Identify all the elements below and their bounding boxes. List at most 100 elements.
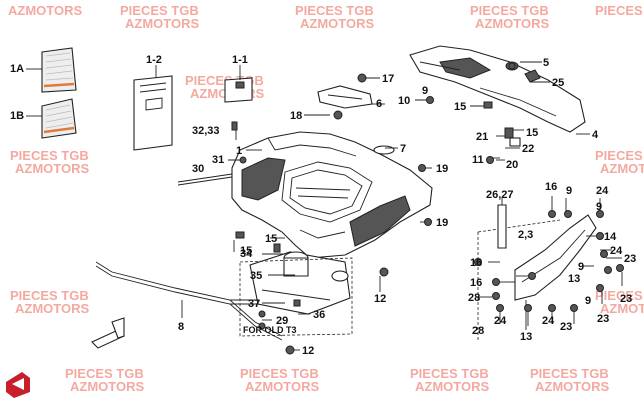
label-15b: 15 xyxy=(526,127,538,139)
label-1b: 1B xyxy=(10,110,24,122)
label-15c: 15 xyxy=(265,233,277,245)
part-1-1 xyxy=(224,65,253,103)
label-13b: 13 xyxy=(520,331,532,343)
watermark-grid: AZMOTORS PIECES TGB AZMOTORS PIECES TGB … xyxy=(8,3,644,394)
label-19a: 19 xyxy=(436,163,448,175)
label-23d: 23 xyxy=(620,293,632,305)
label-1a: 1A xyxy=(10,63,24,75)
label-9c: 9 xyxy=(596,201,602,213)
label-9a: 9 xyxy=(422,85,428,97)
wm-text: AZMOTORS xyxy=(600,161,644,176)
label-35: 35 xyxy=(250,270,262,282)
label-14: 14 xyxy=(604,231,617,243)
wm-text: PIECES TGB xyxy=(120,3,199,18)
label-20: 20 xyxy=(506,159,518,171)
label-10: 10 xyxy=(398,95,410,107)
wm-text: AZMOTORS xyxy=(15,161,89,176)
label-24b: 24 xyxy=(610,245,623,257)
label-30: 30 xyxy=(192,163,204,175)
wm-text: AZMOTORS xyxy=(125,16,199,31)
wm-text: AZMOTORS xyxy=(245,379,319,394)
label-22: 22 xyxy=(522,143,534,155)
label-23b: 23 xyxy=(560,321,572,333)
label-6: 6 xyxy=(376,98,382,110)
label-24d: 24 xyxy=(542,315,555,327)
label-4: 4 xyxy=(592,129,599,141)
label-5: 5 xyxy=(543,57,549,69)
label-12a: 12 xyxy=(374,293,386,305)
label-17: 17 xyxy=(382,73,394,85)
wm-text: PIECES TGB xyxy=(470,3,549,18)
wm-text: AZMOTORS xyxy=(600,301,644,316)
label-36: 36 xyxy=(313,309,325,321)
wm-r4: PIECES TGB AZMOTORS PIECES TGB AZMOTORS … xyxy=(65,366,609,394)
label-2-3: 2,3 xyxy=(518,229,533,241)
wm-text: AZMOTORS xyxy=(300,16,374,31)
label-1-2: 1-2 xyxy=(146,54,162,66)
part-4 xyxy=(409,45,590,135)
wm-text: PIECES TGB xyxy=(595,288,644,303)
wm-text: AZMOTORS xyxy=(535,379,609,394)
part-6 xyxy=(317,85,385,109)
label-15a: 15 xyxy=(454,101,466,113)
label-9b: 9 xyxy=(566,185,572,197)
label-1: 1 xyxy=(236,145,242,157)
label-8: 8 xyxy=(178,321,184,333)
label-11: 11 xyxy=(472,154,484,166)
label-7: 7 xyxy=(400,143,406,155)
wm-text: PIECES TGB xyxy=(530,366,609,381)
wm-r1: AZMOTORS PIECES TGB AZMOTORS PIECES TGB … xyxy=(8,3,644,31)
label-1-1: 1-1 xyxy=(232,54,248,66)
wm-text: AZMOTORS xyxy=(15,301,89,316)
wm-text: AZMOTORS xyxy=(8,3,82,18)
label-31: 31 xyxy=(212,154,224,166)
label-12b: 12 xyxy=(302,345,314,357)
decal-1a xyxy=(26,47,77,93)
wm-text: AZMOTORS xyxy=(475,16,549,31)
label-23a: 23 xyxy=(624,253,636,265)
label-16c: 16 xyxy=(470,277,482,289)
wm-text: PIECES TGB xyxy=(595,3,644,18)
rear-fender xyxy=(231,131,433,259)
wm-text: PIECES TGB xyxy=(240,366,319,381)
label-28a: 28 xyxy=(468,292,480,304)
part-2-3 xyxy=(477,214,597,340)
label-28b: 28 xyxy=(472,325,484,337)
part-1-2 xyxy=(133,65,173,151)
wm-text: PIECES TGB xyxy=(10,288,89,303)
label-26-27: 26,27 xyxy=(486,189,514,201)
wm-text: PIECES TGB xyxy=(410,366,489,381)
label-9d: 9 xyxy=(578,261,584,273)
label-23c: 23 xyxy=(597,313,609,325)
label-37: 37 xyxy=(248,298,260,310)
label-24a: 24 xyxy=(596,185,609,197)
part-26-27 xyxy=(497,198,507,249)
label-34: 34 xyxy=(240,248,253,260)
wm-text: PIECES TGB xyxy=(595,148,644,163)
bracket-arrow xyxy=(91,317,125,349)
wm-text: AZMOTORS xyxy=(70,379,144,394)
label-21: 21 xyxy=(476,131,488,143)
wm-text: PIECES TGB xyxy=(295,3,374,18)
label-13a: 13 xyxy=(568,273,580,285)
label-9e: 9 xyxy=(585,295,591,307)
fasteners xyxy=(231,62,624,355)
wm-text: PIECES TGB xyxy=(65,366,144,381)
wm-text: PIECES TGB xyxy=(10,148,89,163)
callout-labels: 1A 1B 1-2 1-1 17 6 18 32,33 1 31 30 5 25… xyxy=(10,54,636,357)
label-16a: 16 xyxy=(545,181,557,193)
label-16b: 16 xyxy=(470,257,482,269)
wm-text: AZMOTORS xyxy=(415,379,489,394)
label-15d: 15 xyxy=(240,245,252,257)
brand-logo xyxy=(6,372,30,398)
label-32-33: 32,33 xyxy=(192,125,220,137)
part-30 xyxy=(177,173,233,186)
label-19b: 19 xyxy=(436,217,448,229)
decal-1b xyxy=(26,98,77,139)
caption-for-old-t3: FOR OLD T3 xyxy=(243,325,297,335)
wm-r3: PIECES TGB AZMOTORS PIECES TGB AZMOTORS xyxy=(10,288,644,316)
label-18: 18 xyxy=(290,110,302,122)
label-29: 29 xyxy=(276,315,288,327)
